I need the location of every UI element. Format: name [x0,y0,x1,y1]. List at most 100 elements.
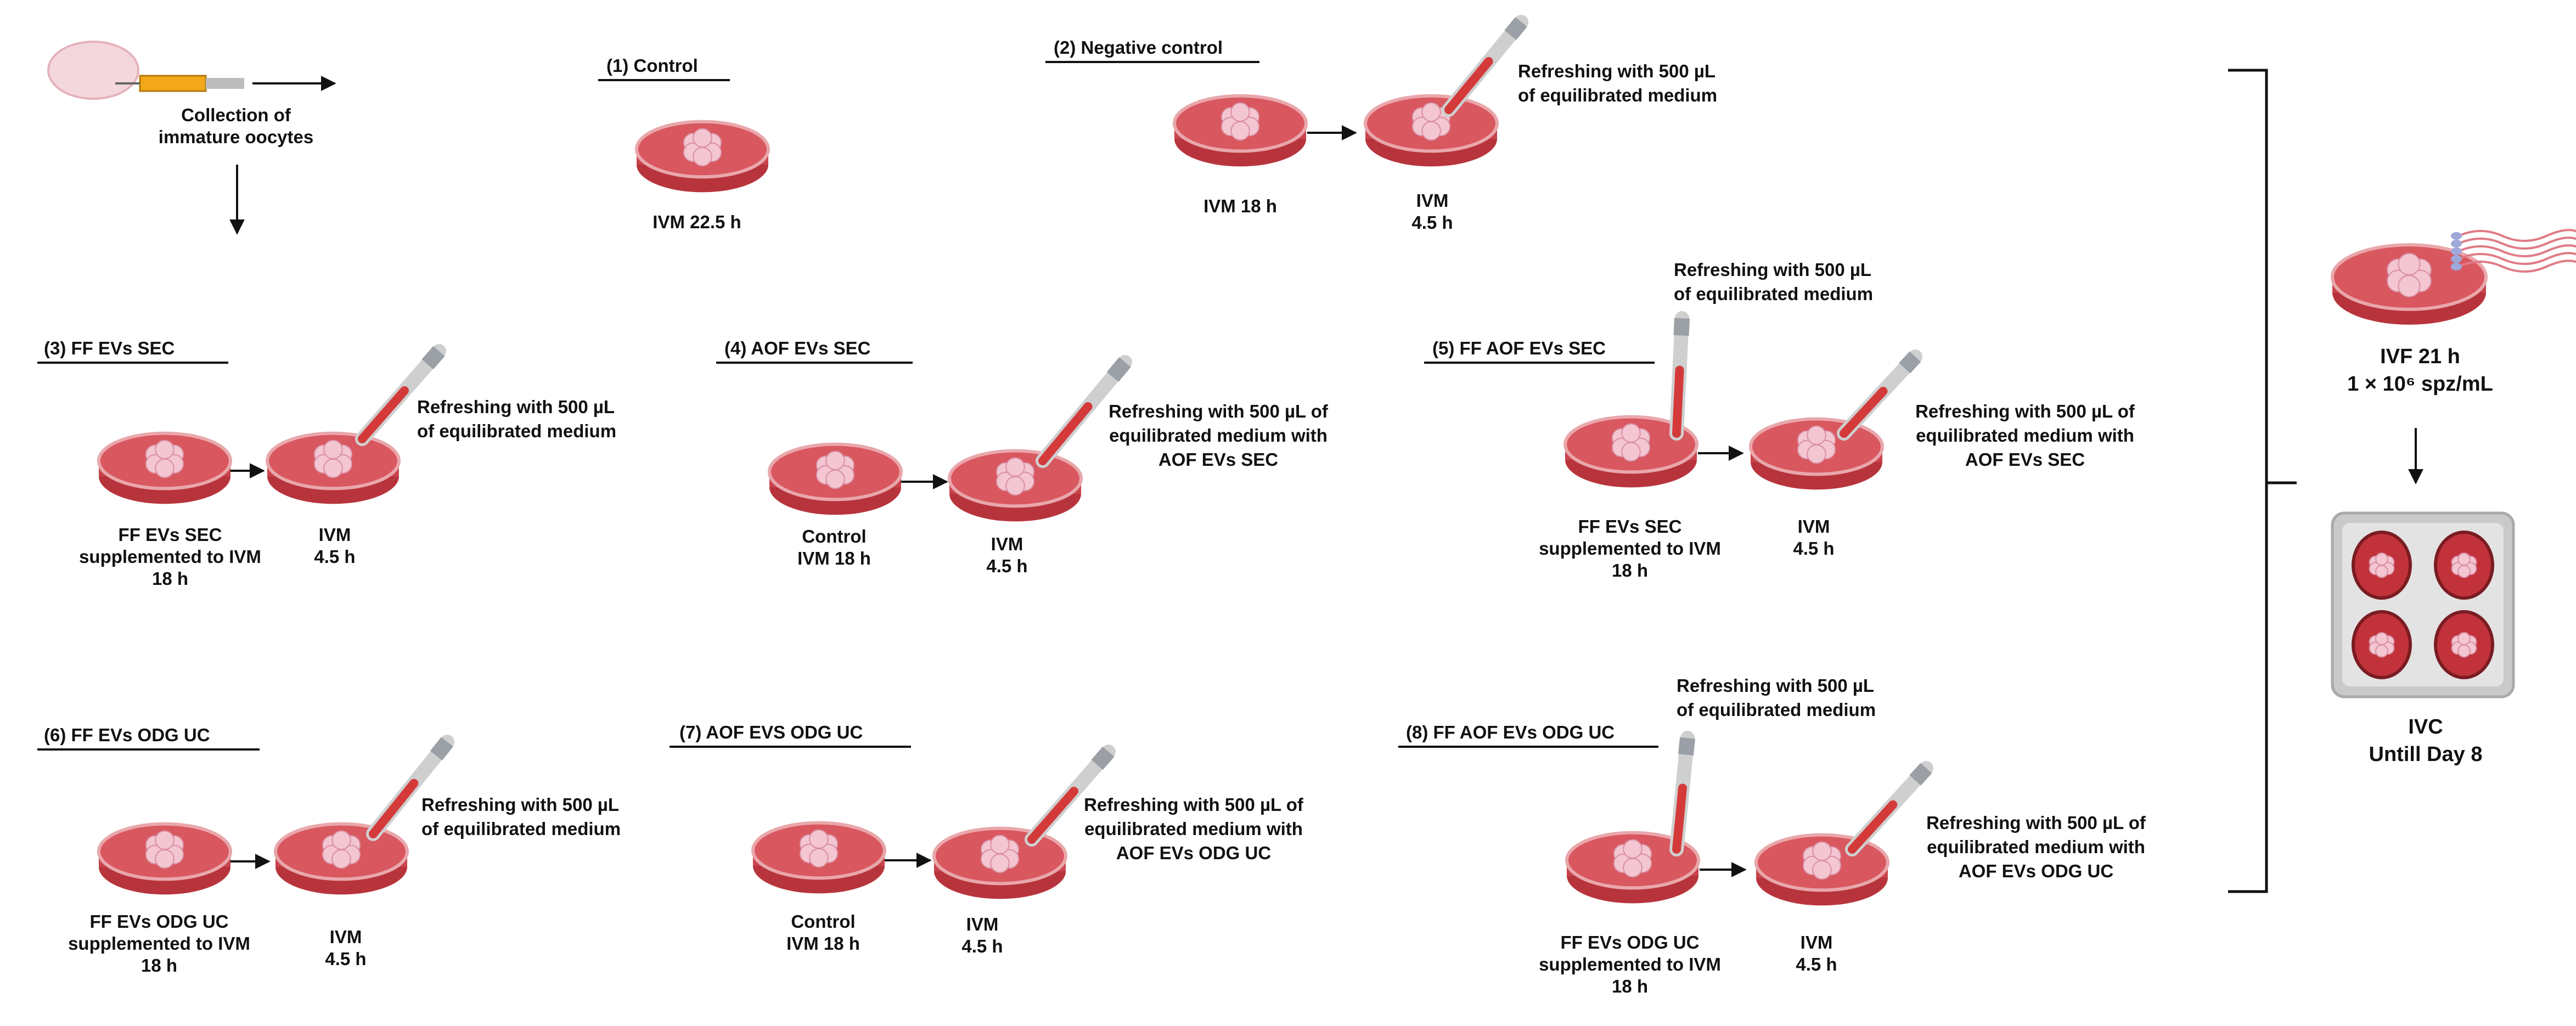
group-8-title: (8) FF AOF EVs ODG UC [1406,722,1615,742]
group-6-refresh-note: Refreshing with 500 µL of equilibrated m… [421,793,621,841]
group-8-top-refresh-line-1: Refreshing with 500 µL [1677,675,1875,696]
group-5-pipette-2 [1837,349,1922,441]
group-3-dish2-line-2: 4.5 h [314,546,356,567]
pipette-tip [1899,351,1921,374]
ivf-label: IVF 21 h 1 × 10⁶ spz/mL [2316,343,2524,398]
group-4-dish-1 [768,442,903,515]
sperm-tail [2458,229,2576,242]
group-3-title: (3) FF EVs SEC [44,338,175,358]
group-6-refresh-line-2: of equilibrated medium [421,819,621,839]
oocyte [1812,841,1832,861]
group-8-dish2-label: IVM 4.5 h [1767,932,1866,976]
oocyte [2457,644,2471,658]
group-2-dish-1 [1173,94,1308,167]
pipette-liquid [1848,800,1898,854]
oocyte [331,849,351,869]
group-6-pipette [366,735,454,841]
group-2-dish1-label: IVM 18 h [1203,196,1277,216]
oocyte [155,830,175,850]
group-7-refresh-line-2: equilibrated medium with [1084,819,1303,839]
oocyte [1230,102,1250,122]
group-8-dish2-line-1: IVM [1800,932,1833,952]
pipette-tip [1504,17,1527,40]
group-7-refresh-line-1: Refreshing with 500 µL of [1084,794,1303,815]
group-2-refresh-line-1: Refreshing with 500 µL [1518,61,1716,81]
merge-bracket [2228,69,2297,893]
pipette-liquid [369,779,419,838]
oocyte [1421,102,1441,122]
group-4-refresh-line-1: Refreshing with 500 µL of [1109,401,1328,421]
group-3-dish-1 [97,431,232,504]
group-5-dish2-label: IVM 4.5 h [1764,516,1863,560]
group-2-dish-2 [1364,94,1499,167]
oocyte [2375,644,2388,658]
syringe-barrel [139,75,207,92]
oocyte [1623,839,1643,859]
group-7-dish2-label: IVM 4.5 h [933,914,1032,957]
group-8-dish1-line-1: FF EVs ODG UC [1560,932,1700,952]
group-1-dish [635,120,770,193]
sperm-tail [2458,236,2576,250]
oocyte [323,439,343,460]
group-6-rule [37,748,260,751]
group-8-refresh-line-2: equilibrated medium with [1927,837,2145,857]
group-8-pipette-1 [1669,731,1695,856]
group-7-dish1-line-1: Control [791,911,856,932]
sperm-tail [2458,244,2576,257]
pipette-liquid [1672,365,1684,438]
group-4-dish2-label: IVM 4.5 h [958,533,1056,577]
group-7-dish-1 [751,821,886,894]
group-5-refresh-line-1: Refreshing with 500 µL of [1915,401,2135,421]
group-4-pipette [1036,355,1132,468]
oocyte [809,829,829,849]
group-1-rule [598,79,730,81]
group-6-dish2-label: IVM 4.5 h [296,926,395,970]
oocyte [1005,476,1025,496]
group-4-dish2-line-1: IVM [991,534,1023,554]
group-6-dish2-line-2: 4.5 h [325,949,367,969]
sperm-illustration [2451,229,2576,273]
group-6-title: (6) FF EVs ODG UC [44,725,210,745]
group-3-pipette [355,344,446,446]
group-4-dish2-line-2: 4.5 h [986,556,1028,576]
oocyte [825,469,845,489]
oocyte [693,146,712,167]
collection-line-2: immature oocytes [158,127,314,147]
pipette-liquid [1027,787,1078,844]
group-3-refresh-line-2: of equilibrated medium [417,421,617,441]
ovary [47,41,139,100]
group-8-rule [1398,746,1658,748]
group-5-refresh-note: Refreshing with 500 µL of equilibrated m… [1904,399,2146,472]
group-4-dish1-line-1: Control [802,526,867,546]
group-2-refresh-line-2: of equilibrated medium [1518,85,1718,105]
oocyte [1421,121,1441,141]
group-8-dish2-line-2: 4.5 h [1796,954,1837,974]
sperm-head [2451,263,2462,270]
group-3-dish1-line-1: FF EVs SEC [118,525,222,545]
ivc-line-2: Untill Day 8 [2369,743,2483,766]
pipette-liquid [1444,57,1493,114]
oocyte [155,458,175,478]
ovary-syringe-illustration [47,41,244,100]
group-8-pipette-2 [1845,761,1933,856]
group-5-dish-2 [1749,417,1884,490]
oocyte [2457,632,2471,646]
oocyte [2375,553,2388,566]
group-4-dish1-label: Control IVM 18 h [779,526,889,570]
group-8-top-refresh-line-2: of equilibrated medium [1677,700,1876,720]
pipette-tip [1673,318,1690,336]
oocyte [2398,274,2421,298]
group-5-dish2-line-1: IVM [1797,516,1830,537]
group-5-dish2-line-2: 4.5 h [1793,538,1835,559]
group-8-dish-1 [1565,831,1700,904]
group-2-rule [1045,61,1259,63]
group-7-rule [670,746,911,748]
collection-line-1: Collection of [181,105,291,125]
group-4-dish1-line-2: IVM 18 h [797,548,871,568]
group-3-dish1-label: FF EVs SEC supplemented to IVM 18 h [77,524,263,590]
collection-label: Collection of immature oocytes [137,104,335,148]
ivc-culture-plate [2331,511,2515,698]
oocyte [990,853,1010,873]
group-7-dish1-line-2: IVM 18 h [786,933,860,954]
